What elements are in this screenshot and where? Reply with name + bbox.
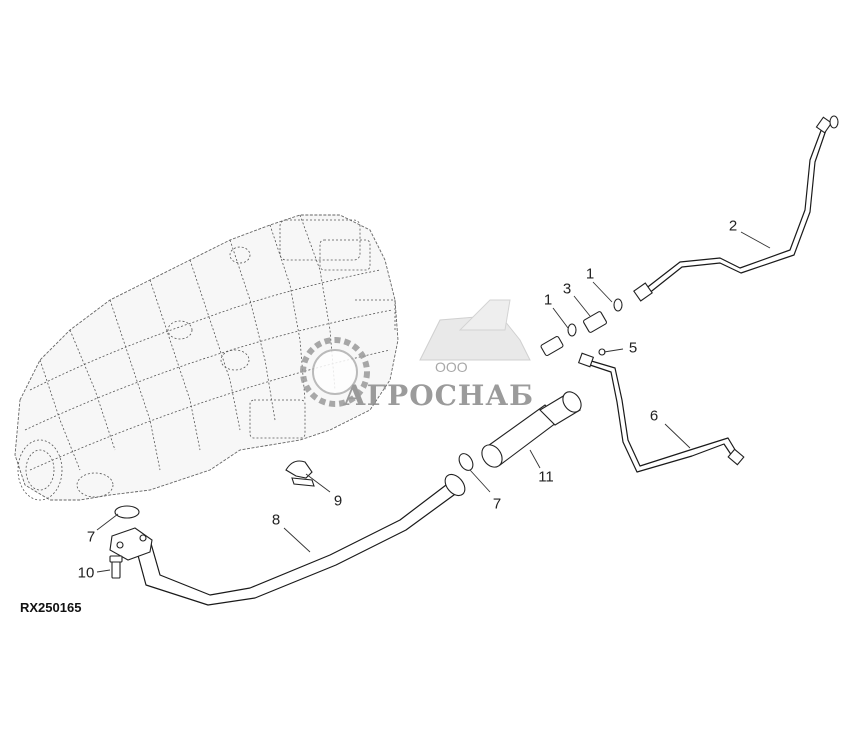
part-6-line — [577, 348, 745, 473]
watermark-prefix: ООО — [435, 359, 468, 375]
part-8-pipe — [109, 473, 466, 606]
engine-block — [14, 214, 399, 501]
callout-6: 6 — [650, 408, 658, 425]
watermark-brand: АГРОСНАБ — [343, 379, 534, 412]
callout-7-right: 7 — [493, 496, 501, 513]
part-7-oring-right — [458, 453, 474, 471]
callout-2: 2 — [729, 218, 737, 235]
part-2-line — [633, 115, 839, 302]
callout-1-lower: 1 — [544, 292, 552, 309]
callout-1-upper: 1 — [586, 266, 594, 283]
part-1-seal-lower — [567, 323, 577, 337]
callout-3: 3 — [563, 281, 571, 298]
part-11-sleeve — [481, 391, 582, 468]
fitting-group — [540, 298, 623, 357]
pipe-flange — [109, 527, 153, 561]
callout-11: 11 — [538, 469, 554, 486]
stub-fitting — [540, 335, 564, 357]
callout-9: 9 — [334, 493, 342, 510]
callout-5: 5 — [629, 340, 637, 357]
watermark-logo: ООО АГРОСНАБ — [300, 299, 534, 412]
part-9-clamp — [285, 460, 315, 487]
callout-7-left: 7 — [87, 529, 95, 546]
part-10-bolt — [109, 555, 123, 579]
callout-8: 8 — [272, 512, 280, 529]
part-7-oring-left — [114, 505, 140, 519]
leader-lines — [96, 231, 771, 573]
callout-10: 10 — [78, 565, 95, 582]
part-1-seal-upper — [613, 298, 623, 312]
callout-labels: 1 1 2 3 5 6 7 7 8 9 10 11 — [78, 218, 738, 582]
part-3-union — [583, 311, 607, 333]
drawing-reference-code: RX250165 — [20, 600, 82, 615]
